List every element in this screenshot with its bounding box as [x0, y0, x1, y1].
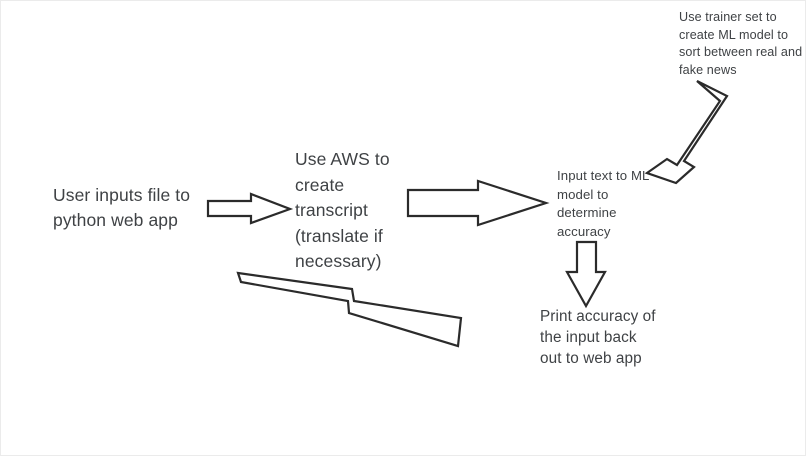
- arrow-user-to-aws: [206, 192, 294, 225]
- node-aws-transcript: Use AWS to create transcript (translate …: [295, 149, 390, 271]
- arrow-ml-to-print: [565, 240, 607, 309]
- node-user-input: User inputs file to python web app: [53, 185, 191, 230]
- arrow-aws-to-ml: [406, 179, 550, 227]
- arrow-trainer-to-ml: [644, 80, 729, 185]
- node-trainer-set: Use trainer set to create ML model to so…: [679, 10, 803, 77]
- node-print-accuracy: Print accuracy of the input back out to …: [540, 308, 656, 367]
- arrow-print-to-aws: [236, 271, 463, 348]
- node-ml-accuracy: Input text to ML model to determine accu…: [557, 168, 650, 239]
